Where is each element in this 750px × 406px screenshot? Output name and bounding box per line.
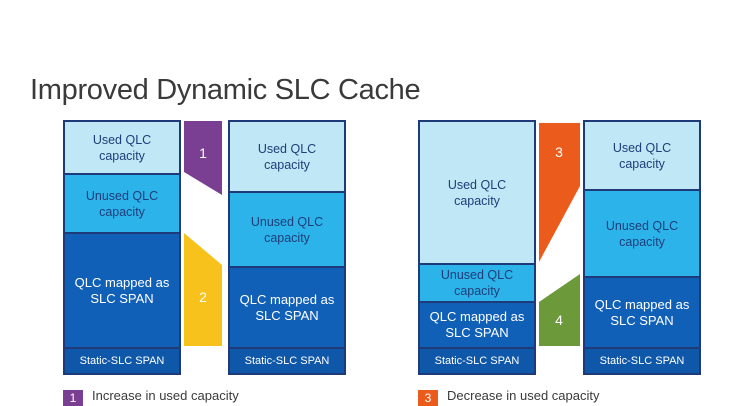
segment-used-qlc: Used QLC capacity <box>230 122 344 193</box>
legend-box-3: 3 <box>418 390 438 406</box>
column-before-decrease: Used QLC capacity Unused QLC capacity QL… <box>418 120 536 375</box>
marker-4-number: 4 <box>555 312 563 328</box>
segment-unused-qlc: Unused QLC capacity <box>230 193 344 268</box>
marker-2-shape <box>184 233 222 346</box>
marker-2-number: 2 <box>199 289 207 305</box>
segment-used-qlc: Used QLC capacity <box>585 122 699 191</box>
segment-used-qlc: Used QLC capacity <box>420 122 534 265</box>
legend-box-1: 1 <box>63 390 83 406</box>
segment-static-slc: Static-SLC SPAN <box>420 349 534 373</box>
segment-static-slc: Static-SLC SPAN <box>65 349 179 373</box>
marker-4-shape <box>539 274 580 346</box>
column-after-decrease: Used QLC capacity Unused QLC capacity QL… <box>583 120 701 375</box>
segment-qlc-mapped: QLC mapped as SLC SPAN <box>585 278 699 349</box>
column-after-increase: Used QLC capacity Unused QLC capacity QL… <box>228 120 346 375</box>
segment-static-slc: Static-SLC SPAN <box>585 349 699 373</box>
column-before-increase: Used QLC capacity Unused QLC capacity QL… <box>63 120 181 375</box>
segment-unused-qlc: Unused QLC capacity <box>65 175 179 234</box>
marker-3-number: 3 <box>555 144 563 160</box>
marker-1-shape <box>184 121 222 195</box>
segment-unused-qlc: Unused QLC capacity <box>420 265 534 303</box>
segment-used-qlc: Used QLC capacity <box>65 122 179 175</box>
legend-text-decrease: Decrease in used capacity <box>447 388 600 403</box>
marker-1-number: 1 <box>199 145 207 161</box>
page-title: Improved Dynamic SLC Cache <box>30 74 421 106</box>
legend-text-increase: Increase in used capacity <box>92 388 239 403</box>
segment-qlc-mapped: QLC mapped as SLC SPAN <box>65 234 179 349</box>
segment-qlc-mapped: QLC mapped as SLC SPAN <box>230 268 344 349</box>
marker-3-shape <box>539 123 580 262</box>
segment-unused-qlc: Unused QLC capacity <box>585 191 699 278</box>
segment-qlc-mapped: QLC mapped as SLC SPAN <box>420 303 534 349</box>
segment-static-slc: Static-SLC SPAN <box>230 349 344 373</box>
